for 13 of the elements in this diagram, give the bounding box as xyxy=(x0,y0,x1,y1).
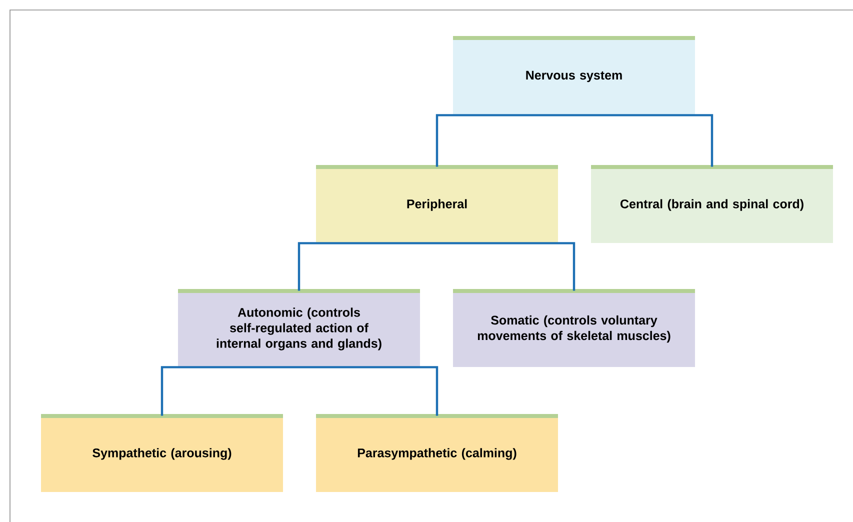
connector-line xyxy=(436,114,574,167)
connector-line xyxy=(299,366,438,416)
category-box: Autonomic (controls self-regulated action of internal organs and glands) xyxy=(178,289,420,367)
category-box: Sympathetic (arousing) xyxy=(41,414,283,492)
connector-line xyxy=(160,366,299,416)
category-box: Somatic (controls voluntary movements of skeletal muscles) xyxy=(453,289,695,367)
connector-line xyxy=(437,242,576,291)
connector-line xyxy=(298,242,437,291)
category-box: Nervous system xyxy=(453,36,695,115)
category-box: Parasympathetic (calming) xyxy=(316,414,558,492)
category-box: Central (brain and spinal cord) xyxy=(591,165,833,243)
category-box: Peripheral xyxy=(316,165,558,243)
connector-line xyxy=(574,114,714,167)
